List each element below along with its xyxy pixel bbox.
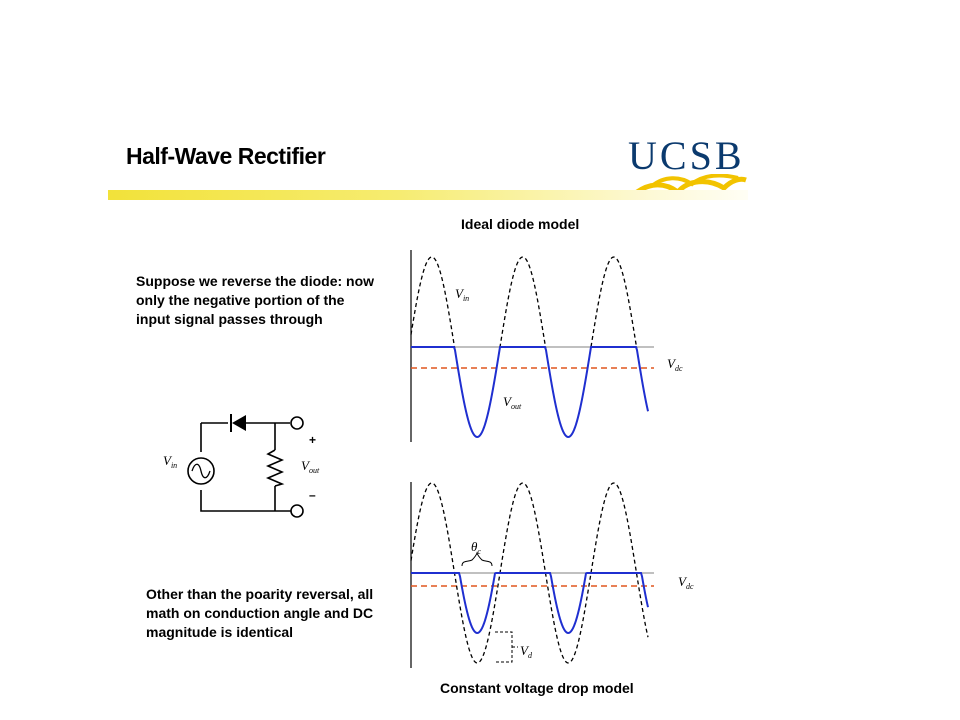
output-terminal-plus [290, 416, 304, 430]
diode-icon [230, 414, 246, 432]
ideal-diode-plot: Vin Vout Vdc [410, 250, 683, 442]
ucsb-logo: UCSB [628, 130, 748, 200]
circuit-vout-label: Vout [301, 458, 320, 475]
circuit-vin-label: Vin [163, 453, 177, 470]
top-vout-label: Vout [503, 394, 522, 411]
minus-sign: – [309, 488, 316, 502]
circuit-wires [200, 422, 292, 512]
logo-text: UCSB [628, 133, 745, 178]
rectifier-circuit: Vin Vout + – [163, 414, 320, 518]
theta-label: θc [471, 539, 481, 556]
slide-title: Half-Wave Rectifier [126, 143, 326, 169]
logo-waves-icon [630, 174, 747, 198]
plus-sign: + [309, 433, 316, 447]
top-vdc-label: Vdc [667, 356, 683, 373]
top-vin-label: Vin [455, 286, 469, 303]
output-terminal-minus [290, 504, 304, 518]
vd-label: Vd [520, 643, 533, 660]
top-vin-wave [410, 256, 649, 438]
ac-source-icon [187, 457, 215, 485]
vd-bracket [495, 631, 518, 663]
conduction-angle-brace [461, 551, 493, 567]
closing-text: Other than the poarity reversal, all mat… [146, 586, 374, 640]
title-underline-bar [108, 190, 748, 200]
resistor-icon [265, 449, 285, 487]
top-vout-wave [411, 346, 649, 439]
cvd-plot: θc Vd Vdc [410, 482, 694, 668]
bottom-plot-caption: Constant voltage drop model [440, 680, 634, 696]
bottom-vdc-label: Vdc [678, 574, 694, 591]
intro-text: Suppose we reverse the diode: now only t… [136, 273, 375, 327]
bottom-vin-wave [410, 482, 649, 664]
bottom-vout-wave [411, 572, 649, 635]
top-plot-caption: Ideal diode model [461, 216, 580, 232]
